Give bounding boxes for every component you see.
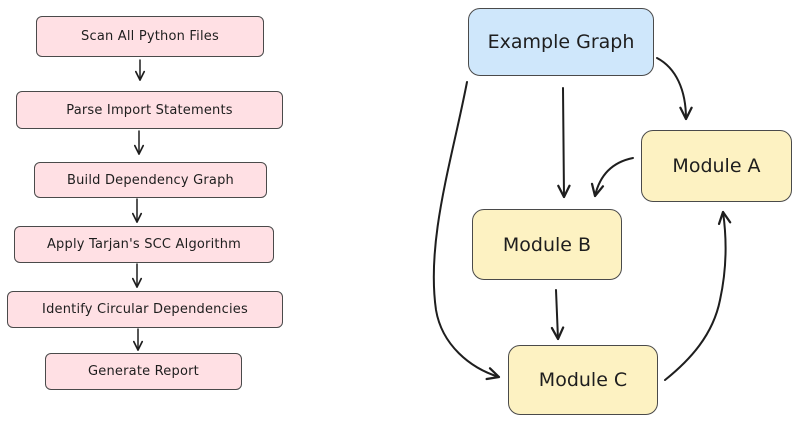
step-build-label: Build Dependency Graph [66, 172, 234, 188]
step-tarjan-label: Apply Tarjan's SCC Algorithm [46, 237, 242, 252]
step-identify-label: Identify Circular Dependencies [42, 302, 248, 317]
edge-title-to-module-c [432, 81, 501, 381]
module-a-label: Module A [672, 155, 761, 177]
example-graph-title: Example Graph [468, 8, 654, 76]
edge-module-a-to-module-b [590, 157, 634, 198]
step-apply-tarjan: Apply Tarjan's SCC Algorithm [14, 226, 274, 263]
step-scan-label: Scan All Python Files [81, 29, 219, 44]
edge-module-b-to-module-c [550, 289, 565, 341]
edge-module-c-to-module-a [664, 210, 732, 381]
example-graph-title-label: Example Graph [487, 31, 635, 53]
step-identify-circular: Identify Circular Dependencies [7, 291, 283, 328]
module-c-node: Module C [508, 345, 658, 415]
edge-title-to-module-b [557, 87, 571, 199]
step-generate-report: Generate Report [45, 353, 242, 390]
edge-title-to-module-a [656, 57, 693, 121]
module-b-node: Module B [472, 209, 622, 280]
module-a-node: Module A [641, 130, 792, 202]
step-parse-label: Parse Import Statements [66, 102, 233, 118]
step-build-graph: Build Dependency Graph [34, 162, 267, 198]
step-report-label: Generate Report [88, 364, 199, 379]
step-parse-imports: Parse Import Statements [16, 91, 283, 129]
step-scan-python-files: Scan All Python Files [36, 16, 264, 57]
module-c-label: Module C [538, 369, 628, 391]
module-b-label: Module B [502, 233, 592, 256]
